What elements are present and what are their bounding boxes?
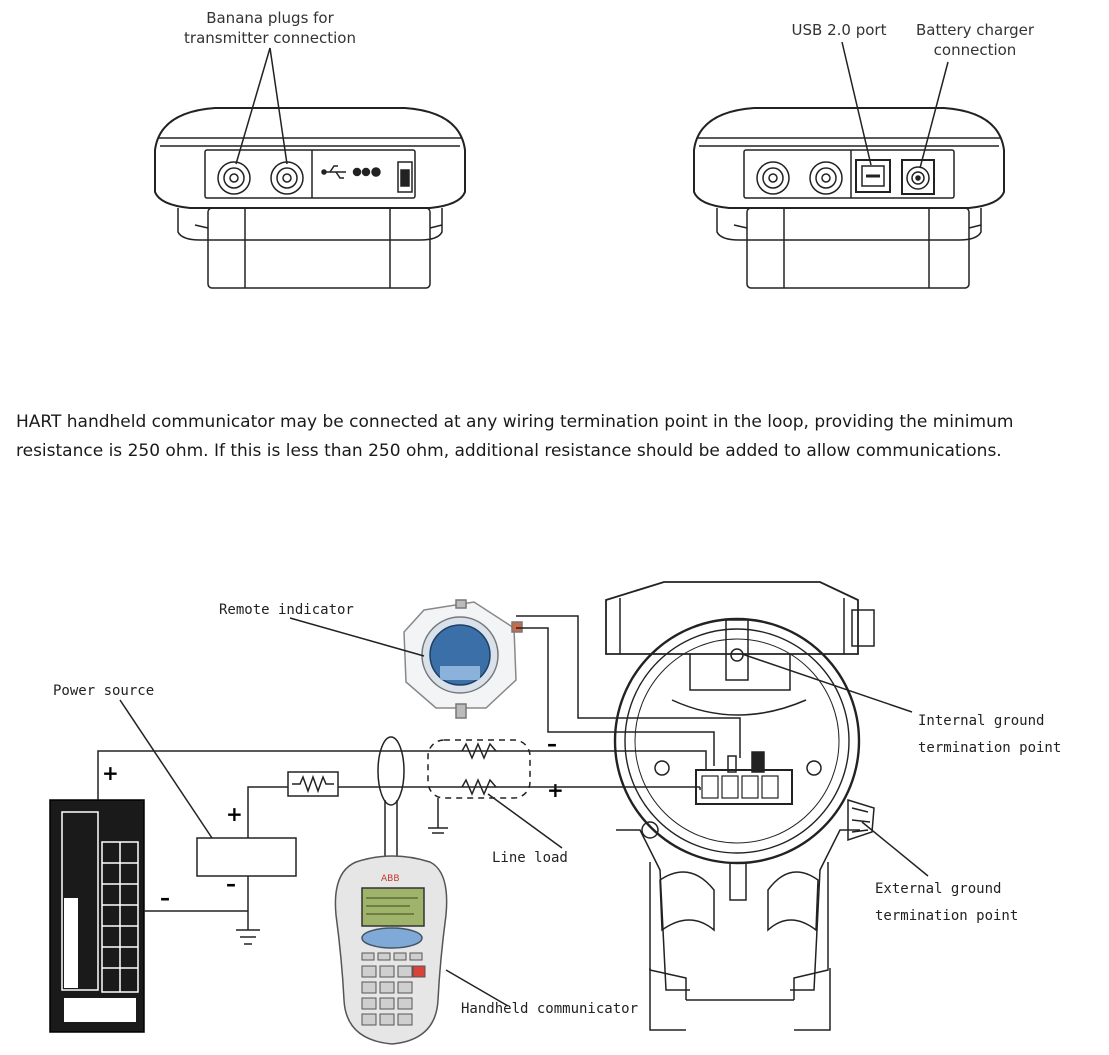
usb-symbol-icon bbox=[321, 165, 381, 179]
minus-sign-display: – bbox=[160, 886, 170, 910]
internal-ground-label: Internal ground termination point bbox=[918, 713, 1062, 756]
power-source-label: Power source bbox=[53, 683, 155, 699]
abb-logo: ABB bbox=[381, 874, 400, 884]
banana-plugs-label: Banana plugs for transmitter connection bbox=[184, 9, 356, 47]
clip-icon bbox=[377, 736, 405, 806]
plus-sign-power: + bbox=[226, 802, 243, 826]
minus-sign-power: – bbox=[226, 872, 236, 896]
remote-indicator-device bbox=[403, 599, 523, 719]
transmitter-housing bbox=[605, 581, 875, 1031]
line-load-icon bbox=[427, 739, 531, 834]
communicator-base-right bbox=[693, 107, 1005, 289]
charger-jack-icon bbox=[901, 159, 935, 195]
banana-plug-left bbox=[217, 161, 251, 195]
power-source-box bbox=[196, 837, 297, 877]
banana-plug-right bbox=[270, 161, 304, 195]
display-unit bbox=[49, 799, 145, 1033]
banana-plug-right-2 bbox=[809, 161, 843, 195]
hart-connection-note: HART handheld communicator may be connec… bbox=[16, 412, 1014, 461]
ground-symbol-icon bbox=[236, 929, 260, 945]
plus-sign-display: + bbox=[102, 761, 119, 785]
communicator-base-left bbox=[154, 107, 466, 289]
battery-charger-label: Battery charger connection bbox=[915, 21, 1035, 59]
banana-plug-left-2 bbox=[756, 161, 790, 195]
remote-indicator-label: Remote indicator bbox=[219, 602, 354, 618]
minus-sign-transmitter: – bbox=[547, 732, 557, 756]
switch-icon bbox=[397, 161, 413, 193]
usb-port-label: USB 2.0 port bbox=[791, 21, 887, 39]
handheld-communicator-device: ABB bbox=[334, 855, 448, 1045]
external-ground-label: External ground termination point bbox=[875, 881, 1019, 924]
usb-port-icon bbox=[855, 159, 891, 193]
resistor-icon bbox=[287, 771, 339, 797]
line-load-label: Line load bbox=[492, 850, 568, 866]
plus-sign-transmitter: + bbox=[547, 778, 564, 802]
